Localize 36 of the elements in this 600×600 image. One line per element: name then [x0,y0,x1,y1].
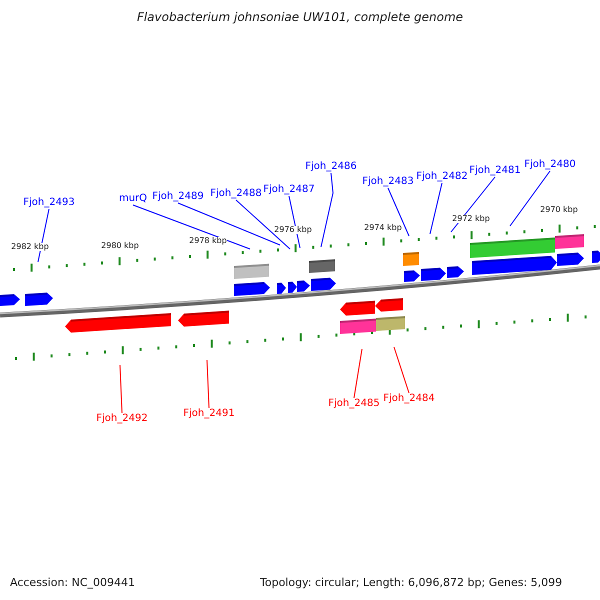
map-title: Flavobacterium johnsoniae UW101, complete genome [136,10,464,24]
gene-label: Fjoh_2486 [305,161,357,173]
leader-line [450,176,496,232]
leader-line [206,360,210,408]
gene-label: Fjoh_2487 [263,184,315,196]
gene-label: Fjoh_2480 [524,159,576,171]
scale-label: 2976 kbp [274,226,312,234]
gene-label: Fjoh_2483 [362,176,414,188]
leader-line [132,204,250,250]
leader-line [430,182,442,234]
leader-line [354,348,362,398]
gene-label: Fjoh_2485 [328,398,380,410]
leader-line [178,202,280,246]
gene-label: Fjoh_2491 [183,408,235,420]
leader-line [388,188,410,236]
footer-text: Accession: NC_009441 [10,576,136,588]
footer-text: Topology: circular; Length: 6,096,872 bp; Genes: 5,099 [260,576,562,588]
scale-label: 2972 kbp [452,215,490,223]
gene-label: Fjoh_2493 [23,197,75,209]
leader-line [120,364,122,414]
leader-line [510,170,550,226]
leader-line [320,172,334,248]
leader-line [394,346,410,394]
scale-label: 2970 kbp [540,206,578,214]
gene-label: Fjoh_2484 [383,393,435,405]
scale-label: 2982 kbp [11,243,49,251]
gene-label: Fjoh_2489 [152,191,204,203]
gene-label: Fjoh_2482 [416,171,468,183]
scale-label: 2978 kbp [189,237,227,245]
gene-label: Fjoh_2492 [96,413,148,425]
scale-label: 2980 kbp [101,242,139,250]
gene-label: Fjoh_2481 [469,165,521,177]
gene-label: murQ [118,193,148,205]
leader-line [236,200,290,250]
scale-label: 2974 kbp [364,224,402,232]
gene-label: Fjoh_2488 [210,188,262,200]
